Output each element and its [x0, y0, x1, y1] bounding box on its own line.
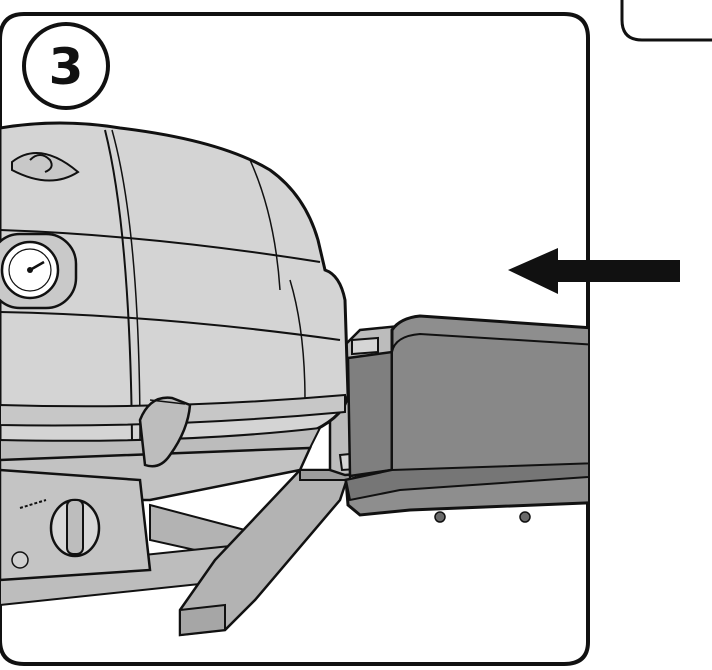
brand-logo-icon — [11, 152, 80, 182]
step-number-label: 3 — [49, 38, 84, 96]
grill-leg-frame — [0, 468, 352, 637]
left-arrow-icon — [508, 248, 680, 294]
step-number-badge: 3 — [22, 22, 110, 110]
lid-handle — [138, 396, 192, 468]
temperature-gauge-icon — [0, 232, 78, 310]
side-table — [344, 314, 588, 523]
adjacent-panel-frame — [620, 0, 712, 42]
control-panel — [0, 468, 152, 582]
